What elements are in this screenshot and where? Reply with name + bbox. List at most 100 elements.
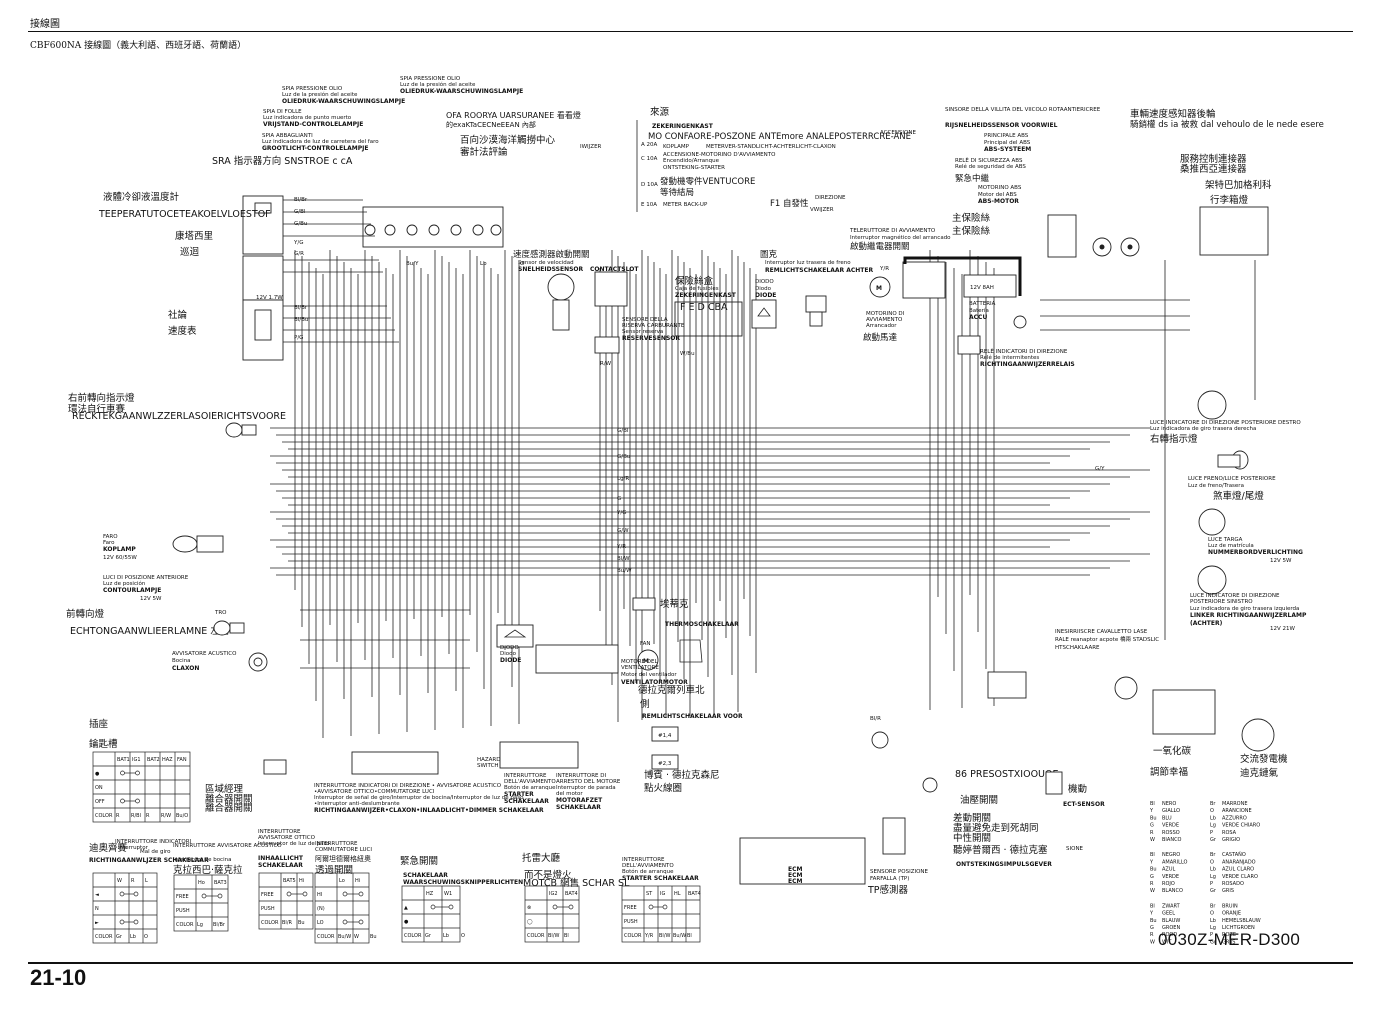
header-rule (28, 31, 1353, 32)
color-name: BLANCO (1162, 888, 1183, 894)
riserva-3: Sensor reserva (622, 329, 663, 335)
wire-code-label: G/Bl (617, 428, 629, 434)
color-code: G (1150, 823, 1154, 829)
abs-principale-3: ABS-SYSTEEM (984, 146, 1031, 153)
legend-switch-title-2: 鑰匙槽 (89, 738, 118, 750)
diodo-3: DIODE (755, 292, 776, 299)
legend-col-header: IG (660, 891, 665, 897)
battery-capacity: 12V 8AH (970, 285, 994, 291)
main-fuse: 主保險絲 (952, 212, 991, 224)
legend-row-label: (N) (317, 906, 325, 912)
wire-code-label: W/Bu (680, 351, 695, 357)
spia-folle-1: SPIA DI FOLLE (263, 109, 302, 115)
starter-sw-4: STARTER (504, 791, 534, 798)
wire-code-label: O (520, 261, 525, 267)
legend-dir-sub-1: INTERRUTTORE INDICATORI (115, 839, 192, 845)
diodo-1: DIODO (755, 279, 774, 285)
legend-row-label: COLOR (527, 933, 545, 939)
fuse-row-a-text2: METERVER-STANDLICHT-ACHTERLICHT-CLAXON (706, 144, 836, 150)
diodo-2: Diodo (755, 286, 772, 292)
sensor-velocidad: Sensor de velocidad (518, 260, 574, 266)
color-name: GIALLO (1162, 808, 1180, 814)
legend-hazard-2: WAARSCHUWINGSKNIPPERLICHTEN (403, 879, 523, 886)
wire-code-label: Lb (480, 261, 487, 267)
legend-color-cell: Bl (687, 933, 692, 939)
legend-row-label: COLOR (261, 920, 279, 926)
legend-col-header: BAT5 (283, 878, 296, 884)
color-code: Lg (1210, 925, 1216, 931)
footer-rule (28, 962, 1353, 964)
rear-left-3: Luz indicadora de giro trasera izquierda (1190, 606, 1299, 612)
fuse-row-a-text: KOPLAMP (663, 144, 690, 150)
motorino-3: Arrancador (866, 323, 897, 329)
legend-row-label: LO (317, 920, 324, 926)
color-code: Lb (1210, 867, 1216, 873)
legend-row-label: COLOR (404, 933, 422, 939)
abs-motor-1: MOTORINO ABS (978, 185, 1022, 191)
color-name: ROOD (1162, 932, 1177, 938)
fuse-zek: ZEKERINGENKAST (652, 123, 714, 130)
abs-motor-2: Motor del ABS (978, 192, 1017, 198)
color-name: NEGRO (1162, 852, 1180, 858)
color-code: Y (1149, 911, 1154, 917)
brake-front-cn-2: 點火線圈 (644, 782, 682, 794)
luci-pos-2: Luz de posición (103, 580, 146, 587)
tp-sensor-1: SENSORE POSIZIONE (870, 869, 929, 875)
sra-caption: SRA 指示器方向 SNSTROE c cA (212, 155, 353, 167)
neutral-cn-2: 盡量避免走到死胡同 (953, 822, 1039, 834)
starter-sw-1: INTERRUTTORE (504, 773, 547, 779)
legend-comm-4: 透過開關 (315, 864, 353, 876)
color-name: CASTAÑO (1222, 851, 1246, 858)
rele-dir-2: Relé de intermitentes (980, 354, 1039, 361)
fuse-row-e-text: METER BACK-UP (663, 202, 708, 208)
legend-starter-1: INTERRUTTORE (622, 857, 665, 863)
legend-switch-title: 插座 (89, 718, 109, 730)
diodo-b-2: Diodo (500, 651, 517, 657)
wire-code-label: G/Bu (617, 454, 630, 460)
abs-principale-2: Principal del ABS (984, 140, 1031, 146)
legend-col-header: BAT4 (565, 891, 578, 897)
main-fuse-2: 主保險絲 (952, 225, 991, 237)
color-code: W (1150, 837, 1155, 843)
inclination-2: RALE reanaptor acpote 橋兩 STADSLIC (1055, 635, 1159, 643)
legend-tolei-cn: 托雷大廳 (522, 852, 561, 864)
legend-row-label: COLOR (176, 922, 194, 928)
stop-sw-2: ARRESTO DEL MOTORE (556, 779, 621, 785)
legend-hazard-cn: 緊急開關 (400, 855, 438, 867)
sione-label: SIONE (1066, 846, 1084, 852)
wire-code-label: G/R (294, 251, 304, 257)
section-title: 接線圖 (30, 19, 60, 30)
legend-color-cell: Bu/O (176, 813, 188, 819)
legend-light-sub-1: Interruptor de bocina (173, 857, 231, 863)
wire-code-label: Bl/R (870, 716, 881, 722)
luce-freno-2: Luz de freno/Trasera (1188, 483, 1244, 489)
fuse-vwijzer: VWIJZER (810, 207, 834, 213)
ventilatore-2: VENTILATORE (621, 665, 659, 671)
faro-2: Faro (103, 540, 115, 546)
wire-code-label: Y/G (616, 510, 626, 516)
avvisatore-2: Bocina (172, 658, 191, 664)
accensione-label: ACCENSIONE (880, 130, 916, 136)
legend-color-cell: Lb (443, 933, 449, 939)
color-code: R (1150, 932, 1154, 938)
abs-rele-1: RELÈ DI SICUREZZA ABS (955, 156, 1023, 164)
legend-starter-4: STARTER SCHAKELAAR (622, 875, 699, 882)
stop-sw-4: del motor (556, 791, 583, 797)
color-code: R (1150, 881, 1154, 887)
legend-color-cell: Lb (130, 934, 136, 940)
thermo-fan-block: 埃蒂克 THERMOSCHAKELAAR M FAN MOTORE DEL VE… (496, 597, 743, 794)
rear-left-5: (ACHTER) (1190, 620, 1223, 627)
legend-row-label: PUSH (261, 906, 275, 912)
cn-luggage-2: 行李箱燈 (1210, 194, 1249, 206)
color-code: Lg (1210, 874, 1216, 880)
legend-tolei-cn-2: 而不是燈火 (524, 869, 572, 881)
abs-motor-3: ABS-MOTOR (978, 198, 1019, 205)
speedo-caption: 速度表 (168, 325, 197, 337)
legend-comm-2: COMMUTATORE LUCI (315, 847, 372, 853)
luci-pos-1: LUCI DI POSIZIONE ANTERIORE (103, 575, 189, 581)
tp-sensor-2: FARFALLA (TP) (870, 876, 909, 882)
legend-color-cell: Bl/Br (213, 922, 226, 928)
rear-left-6: 12V 21W (1270, 626, 1296, 632)
wire-code-label: G (617, 496, 621, 502)
front-left-cn: 前轉向燈 (66, 608, 105, 620)
